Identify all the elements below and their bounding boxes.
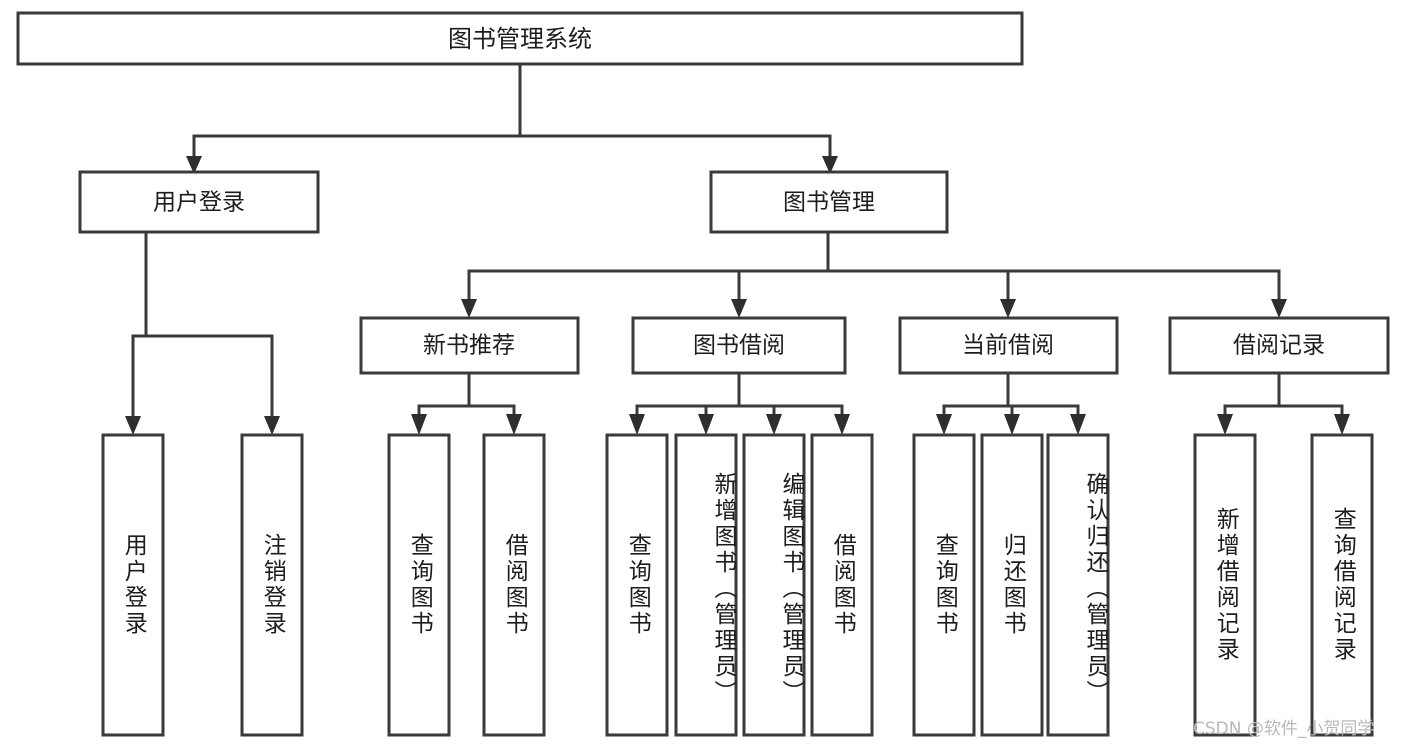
node-book-manage[interactable]: 图书管理 [709, 170, 949, 234]
node-borrow-record-label: 借阅记录 [1233, 333, 1325, 359]
arrow-head-user-login [186, 156, 202, 174]
node-user-login[interactable]: 用户登录 [78, 170, 320, 234]
node-borrow-record[interactable]: 借阅记录 [1168, 316, 1390, 375]
node-book-borrow-label: 图书借阅 [693, 333, 785, 359]
leaf-box-new-book-1[interactable] [482, 433, 546, 737]
arrow-head-leaf-bookborrow-3 [834, 414, 850, 435]
arrow-head-leaf-currentborrow-0 [936, 414, 952, 435]
leaf-box-book-borrow-0[interactable] [605, 433, 669, 737]
arrow-head-book-manage [822, 156, 838, 174]
arrow-head-leaf-borrowrecord-1 [1334, 414, 1350, 435]
node-book-borrow-box[interactable] [631, 316, 847, 375]
arrow-head-level2-2 [1000, 299, 1016, 318]
node-current-borrow-label: 当前借阅 [962, 333, 1054, 359]
arrow-head-leaf-borrowrecord-0 [1217, 414, 1233, 435]
connector-layer [125, 62, 1350, 435]
leaf-box-book-borrow-2[interactable] [742, 433, 806, 737]
leaf-box-new-book-0[interactable] [387, 433, 451, 737]
node-user-login-box[interactable] [78, 170, 320, 234]
arrow-head-leaf-newbook-0 [411, 414, 427, 435]
node-borrow-record-box[interactable] [1168, 316, 1390, 375]
node-root-label: 图书管理系统 [448, 25, 592, 53]
leaf-box-book-borrow-3[interactable] [810, 433, 874, 737]
leaf-box-borrow-record-1[interactable] [1310, 433, 1374, 737]
node-new-book-recommend-box[interactable] [359, 316, 580, 375]
arrow-head-leaf-currentborrow-1 [1004, 414, 1020, 435]
arrow-head-leaf-userlogin-1 [264, 416, 280, 435]
arrow-head-leaf-bookborrow-2 [766, 414, 782, 435]
arrow-head-leaf-bookborrow-1 [698, 414, 714, 435]
arrow-head-leaf-bookborrow-0 [629, 414, 645, 435]
node-book-manage-box[interactable] [709, 170, 949, 234]
arrow-head-leaf-currentborrow-2 [1070, 414, 1086, 435]
leaf-box-book-borrow-1[interactable] [674, 433, 738, 737]
arrow-head-level2-0 [461, 299, 477, 318]
node-current-borrow[interactable]: 当前借阅 [898, 316, 1119, 375]
leaf-box-current-borrow-2[interactable] [1046, 433, 1110, 737]
node-root-box[interactable] [16, 11, 1024, 66]
leaf-box-borrow-record-0[interactable] [1193, 433, 1257, 737]
arrow-head-level2-1 [731, 299, 747, 318]
arrow-head-level2-3 [1271, 299, 1287, 318]
leaf-box-user-login-1[interactable] [240, 433, 304, 737]
node-book-borrow[interactable]: 图书借阅 [631, 316, 847, 375]
leaf-box-current-borrow-0[interactable] [912, 433, 976, 737]
arrow-head-leaf-newbook-1 [506, 414, 522, 435]
node-current-borrow-box[interactable] [898, 316, 1119, 375]
node-book-manage-label: 图书管理 [783, 190, 875, 216]
node-root[interactable]: 图书管理系统 [16, 11, 1024, 66]
arrow-head-leaf-userlogin-0 [125, 416, 141, 435]
leaf-box-user-login-0[interactable] [101, 433, 165, 737]
node-user-login-label: 用户登录 [153, 190, 245, 216]
node-new-book-recommend-label: 新书推荐 [423, 333, 515, 359]
leaf-box-current-borrow-1[interactable] [980, 433, 1044, 737]
node-new-book-recommend[interactable]: 新书推荐 [359, 316, 580, 375]
